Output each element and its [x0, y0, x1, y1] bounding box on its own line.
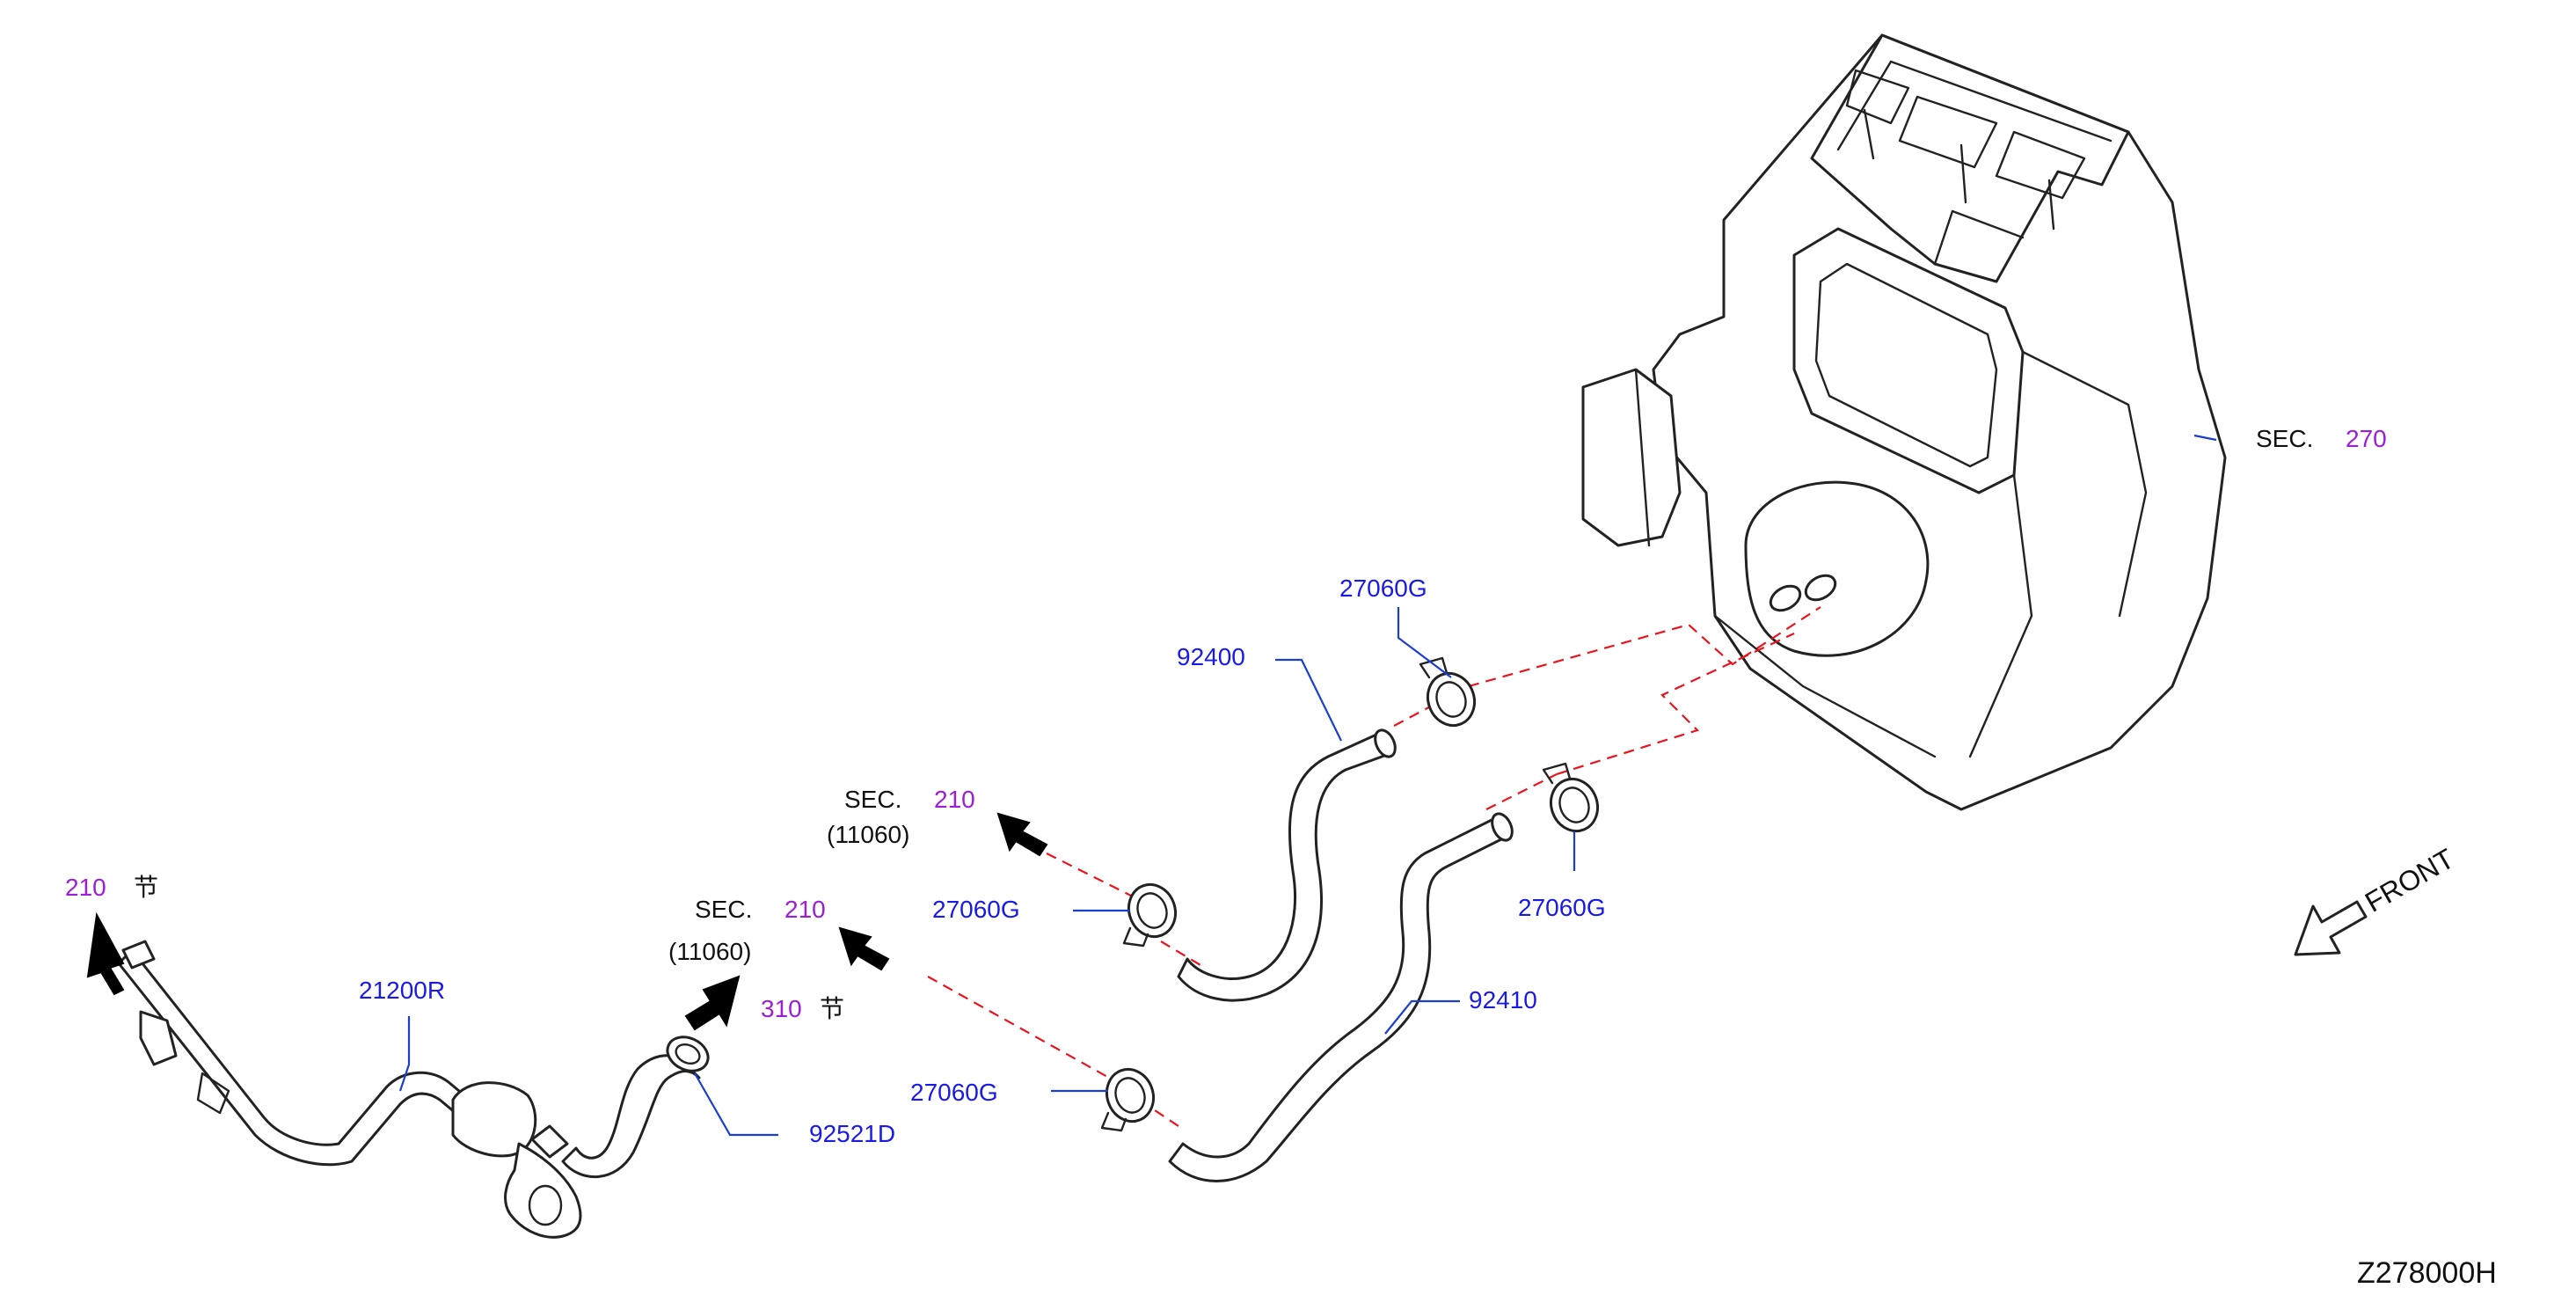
sec210-lower-sub: (11060): [668, 938, 752, 965]
clamp-27060G-top: [1419, 656, 1476, 728]
arrow-to-sec210-lower: [838, 926, 890, 971]
ref-210-left-glyph: 节: [134, 874, 159, 901]
part-label-27060G-top[interactable]: 27060G: [1339, 574, 1427, 602]
arrow-to-sec310: [684, 975, 741, 1031]
sec210-upper-sub: (11060): [827, 821, 910, 848]
arrow-to-sec210-left: [86, 911, 125, 996]
part-label-92410[interactable]: 92410: [1469, 986, 1537, 1014]
clamp-27060G-low: [1100, 1067, 1155, 1132]
diagram-id: Z278000H: [2357, 1256, 2497, 1290]
sec210-upper-prefix: SEC.: [844, 786, 902, 813]
heater-unit-assembly: [1581, 33, 2227, 811]
part-label-27060G-low[interactable]: 27060G: [910, 1079, 998, 1106]
sec210-lower-prefix: SEC.: [695, 896, 753, 923]
arrow-to-sec210-upper: [996, 812, 1048, 857]
ref-210-left-number[interactable]: 210: [65, 874, 106, 901]
part-label-27060G-right[interactable]: 27060G: [1518, 894, 1606, 921]
sec270-number[interactable]: 270: [2346, 425, 2387, 452]
part-label-92521D[interactable]: 92521D: [809, 1120, 896, 1147]
sec210-upper-number[interactable]: 210: [934, 786, 975, 813]
valve-assembly: [451, 1081, 582, 1239]
part-label-92400[interactable]: 92400: [1177, 643, 1245, 670]
front-arrow: [2294, 900, 2368, 956]
hose-92521D: [561, 1036, 710, 1179]
part-label-21200R[interactable]: 21200R: [359, 977, 446, 1004]
pipe-21200R: [117, 940, 477, 1167]
leader-lines: [398, 434, 2217, 1137]
sec270-prefix: SEC.: [2256, 425, 2314, 452]
hose-92400: [1177, 728, 1397, 1002]
clamp-27060G-mid: [1122, 882, 1177, 948]
ref-310-glyph: 节: [820, 995, 845, 1022]
hose-92410: [1168, 812, 1514, 1182]
direction-arrows: [86, 812, 2368, 1031]
sec210-lower-number[interactable]: 210: [784, 896, 826, 923]
ref-310-number[interactable]: 310: [761, 995, 802, 1022]
clamp-27060G-right: [1542, 762, 1599, 833]
part-label-27060G-mid[interactable]: 27060G: [932, 896, 1020, 923]
